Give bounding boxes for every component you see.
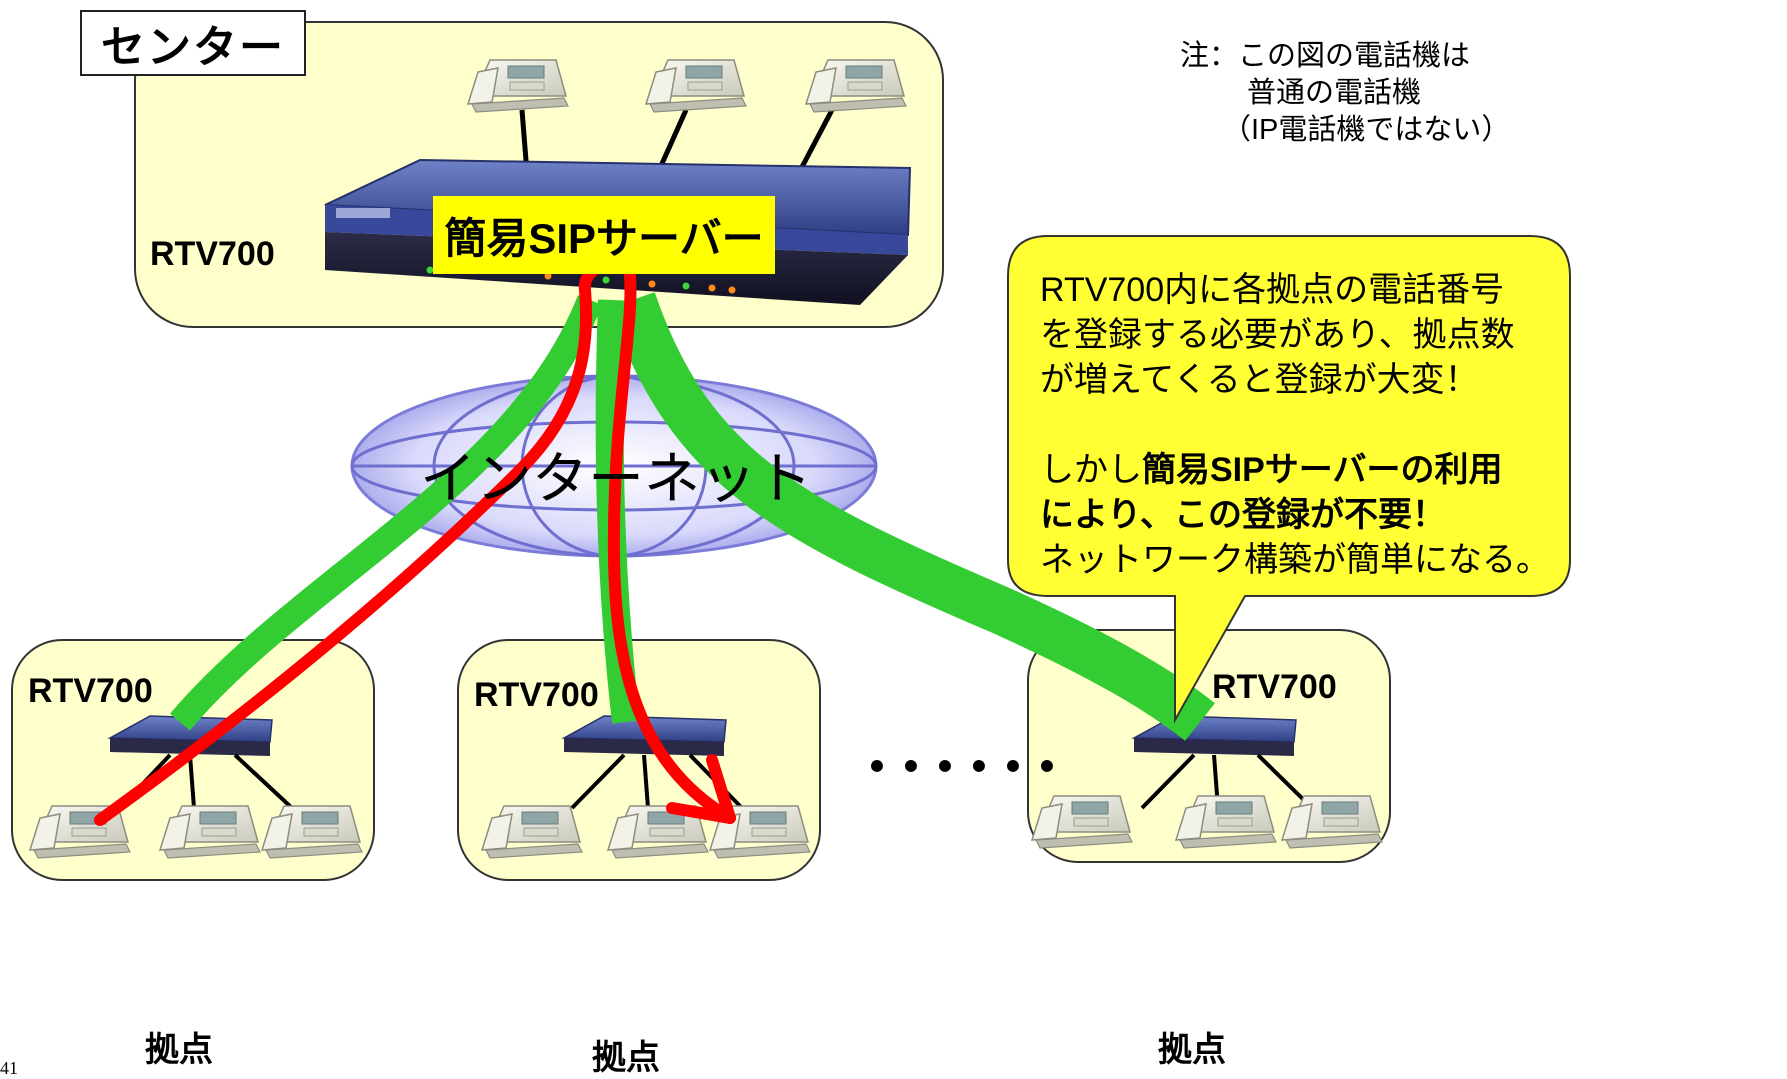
center-title: センター <box>80 10 306 76</box>
note-line-1: 注：この図の電話機は <box>1180 40 1471 72</box>
center-router-label: RTV700 <box>150 235 275 273</box>
green-path-site1 <box>170 295 603 731</box>
internet-label: インターネット <box>420 447 812 510</box>
callout-line-3: が増えてくると登録が大変！ <box>1040 361 1479 399</box>
site3-router-label: RTV700 <box>1212 668 1337 706</box>
note-line-2: 普通の電話機 <box>1247 77 1422 109</box>
callout-line-4a: しかし <box>1040 451 1142 489</box>
site1-router-label: RTV700 <box>28 672 153 710</box>
ellipsis-more-sites: ･･････ <box>862 735 1066 802</box>
site2-router-label: RTV700 <box>474 676 599 714</box>
note-line-3: （IP電話機ではない） <box>1222 114 1511 146</box>
site2-label: 拠点 <box>592 1039 660 1077</box>
site-phone-cables <box>118 753 1314 810</box>
callout-bubble <box>1007 235 1571 724</box>
page-number: 41 <box>0 1058 18 1078</box>
green-path-site3 <box>609 292 1215 741</box>
callout-line-5: により、この登録が不要！ <box>1040 496 1446 534</box>
callout-line-6: ネットワーク構築が簡単になる。 <box>1040 541 1550 579</box>
callout-line-4b: 簡易SIPサーバーの利用 <box>1142 451 1503 489</box>
callout-text: RTV700内に各拠点の電話番号 を登録する必要があり、拠点数 が増えてくると登… <box>1040 268 1560 583</box>
site3-label: 拠点 <box>1158 1031 1226 1069</box>
callout-line-1: RTV700内に各拠点の電話番号 <box>1040 271 1505 309</box>
sip-server-label: 簡易SIPサーバー <box>433 196 775 274</box>
site1-label: 拠点 <box>145 1031 213 1069</box>
callout-line-2: を登録する必要があり、拠点数 <box>1040 316 1515 354</box>
